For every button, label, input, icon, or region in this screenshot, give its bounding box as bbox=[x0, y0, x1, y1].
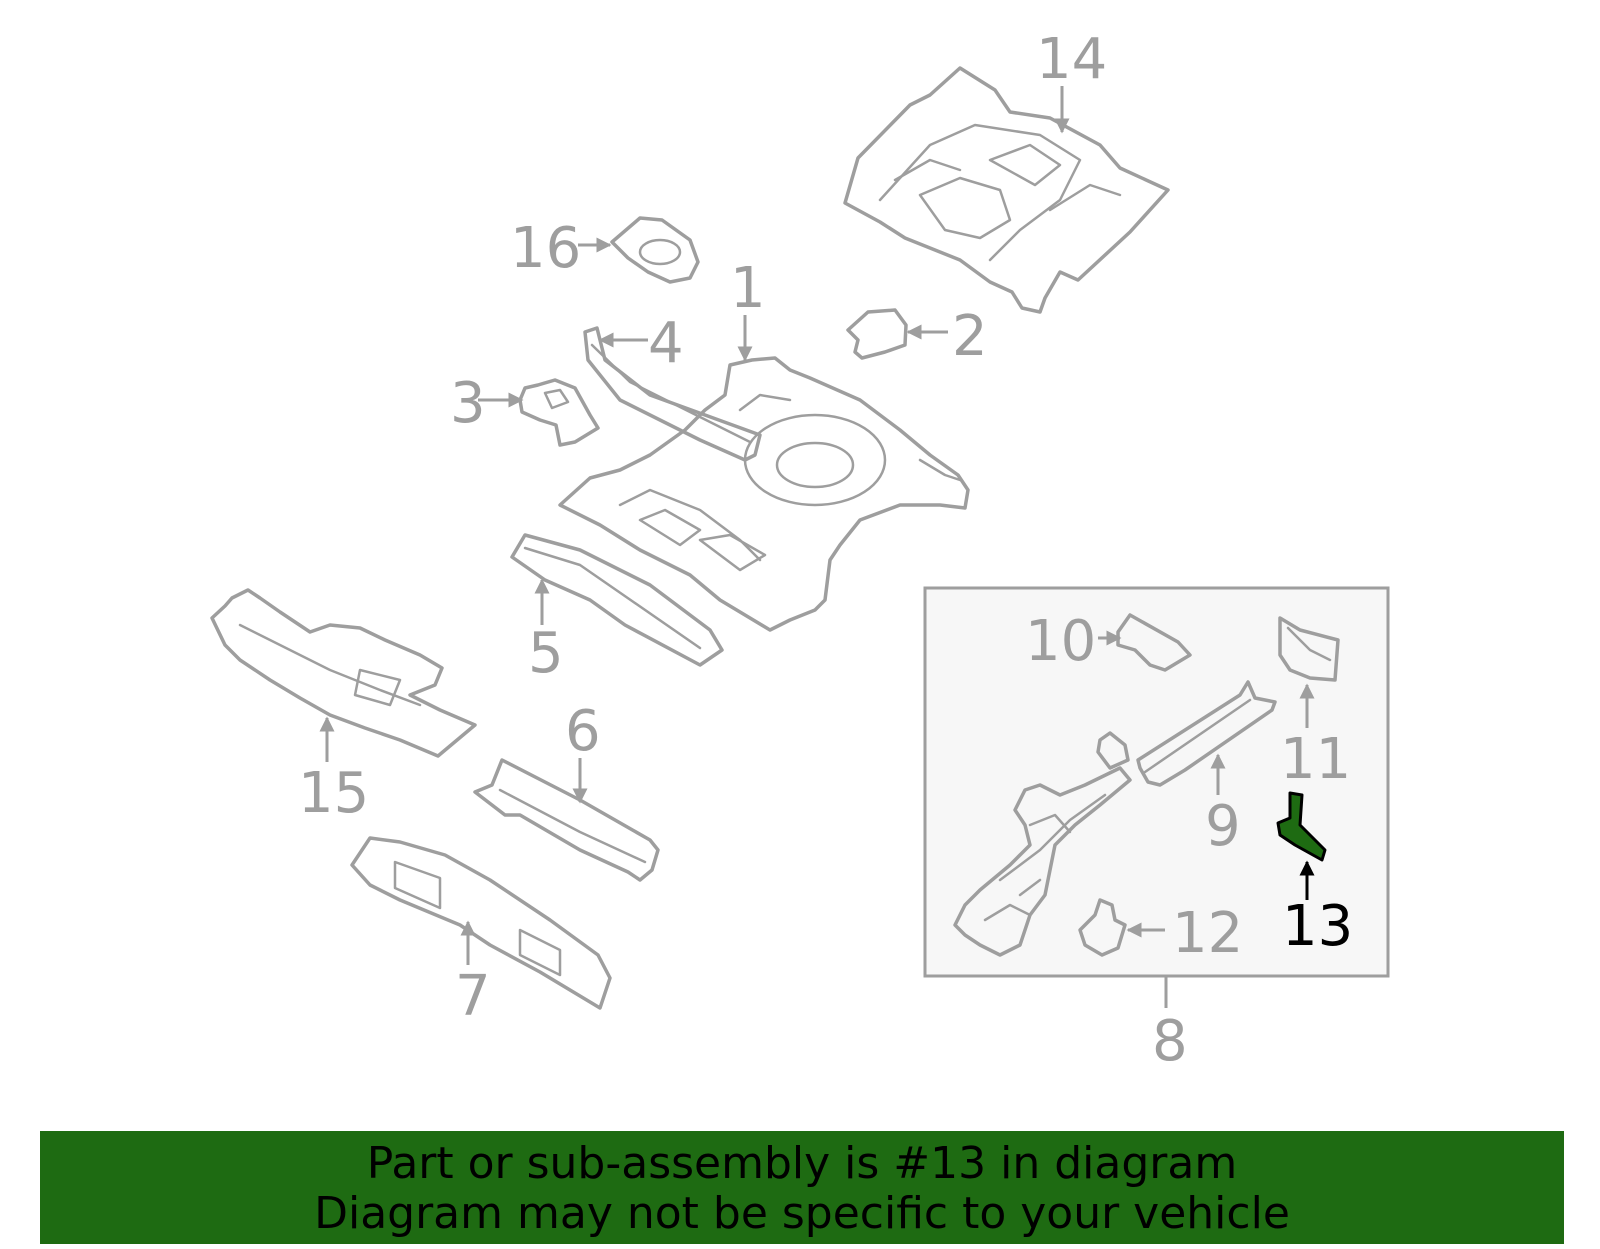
callout-11[interactable]: 11 bbox=[1280, 727, 1351, 792]
part-2-bracket[interactable] bbox=[846, 308, 908, 360]
part-4-crossmember[interactable] bbox=[583, 326, 762, 462]
part-7-crossmember[interactable] bbox=[350, 836, 612, 1010]
callout-7[interactable]: 7 bbox=[455, 964, 491, 1029]
callout-2[interactable]: 2 bbox=[952, 304, 988, 369]
part-14-floor-pan[interactable] bbox=[843, 66, 1170, 314]
callout-16[interactable]: 16 bbox=[510, 216, 581, 281]
callout-9[interactable]: 9 bbox=[1205, 794, 1241, 859]
info-banner: Part or sub-assembly is #13 in diagram D… bbox=[40, 1131, 1564, 1244]
rail-assembly[interactable] bbox=[953, 766, 1132, 957]
part-10-bracket[interactable] bbox=[1116, 613, 1192, 672]
callout-14[interactable]: 14 bbox=[1036, 27, 1107, 92]
part-5-crossmember[interactable] bbox=[510, 533, 724, 667]
callout-15[interactable]: 15 bbox=[298, 761, 369, 826]
callout-8[interactable]: 8 bbox=[1152, 1009, 1188, 1074]
callout-4[interactable]: 4 bbox=[648, 311, 684, 376]
callout-1[interactable]: 1 bbox=[730, 256, 766, 321]
banner-line-part: Part or sub-assembly is #13 in diagram bbox=[366, 1138, 1238, 1189]
subassembly-box bbox=[923, 586, 1390, 978]
callout-12[interactable]: 12 bbox=[1172, 901, 1243, 966]
callout-13[interactable]: 13 bbox=[1282, 894, 1353, 959]
callout-10[interactable]: 10 bbox=[1025, 609, 1096, 674]
banner-line-disclaimer: Diagram may not be specific to your vehi… bbox=[314, 1188, 1290, 1239]
part-13-highlighted-bracket[interactable] bbox=[1276, 791, 1327, 862]
part-3-bracket[interactable] bbox=[518, 378, 600, 447]
part-15-floor-section[interactable] bbox=[210, 588, 477, 758]
callout-5[interactable]: 5 bbox=[528, 621, 564, 686]
part-16-plug[interactable] bbox=[610, 216, 700, 284]
part-9-rail[interactable] bbox=[1096, 680, 1277, 787]
part-12-bracket[interactable] bbox=[1078, 898, 1127, 957]
callout-3[interactable]: 3 bbox=[450, 371, 486, 436]
callout-6[interactable]: 6 bbox=[565, 699, 601, 764]
part-6-crossmember[interactable] bbox=[473, 758, 660, 882]
part-11-bracket[interactable] bbox=[1278, 616, 1340, 682]
